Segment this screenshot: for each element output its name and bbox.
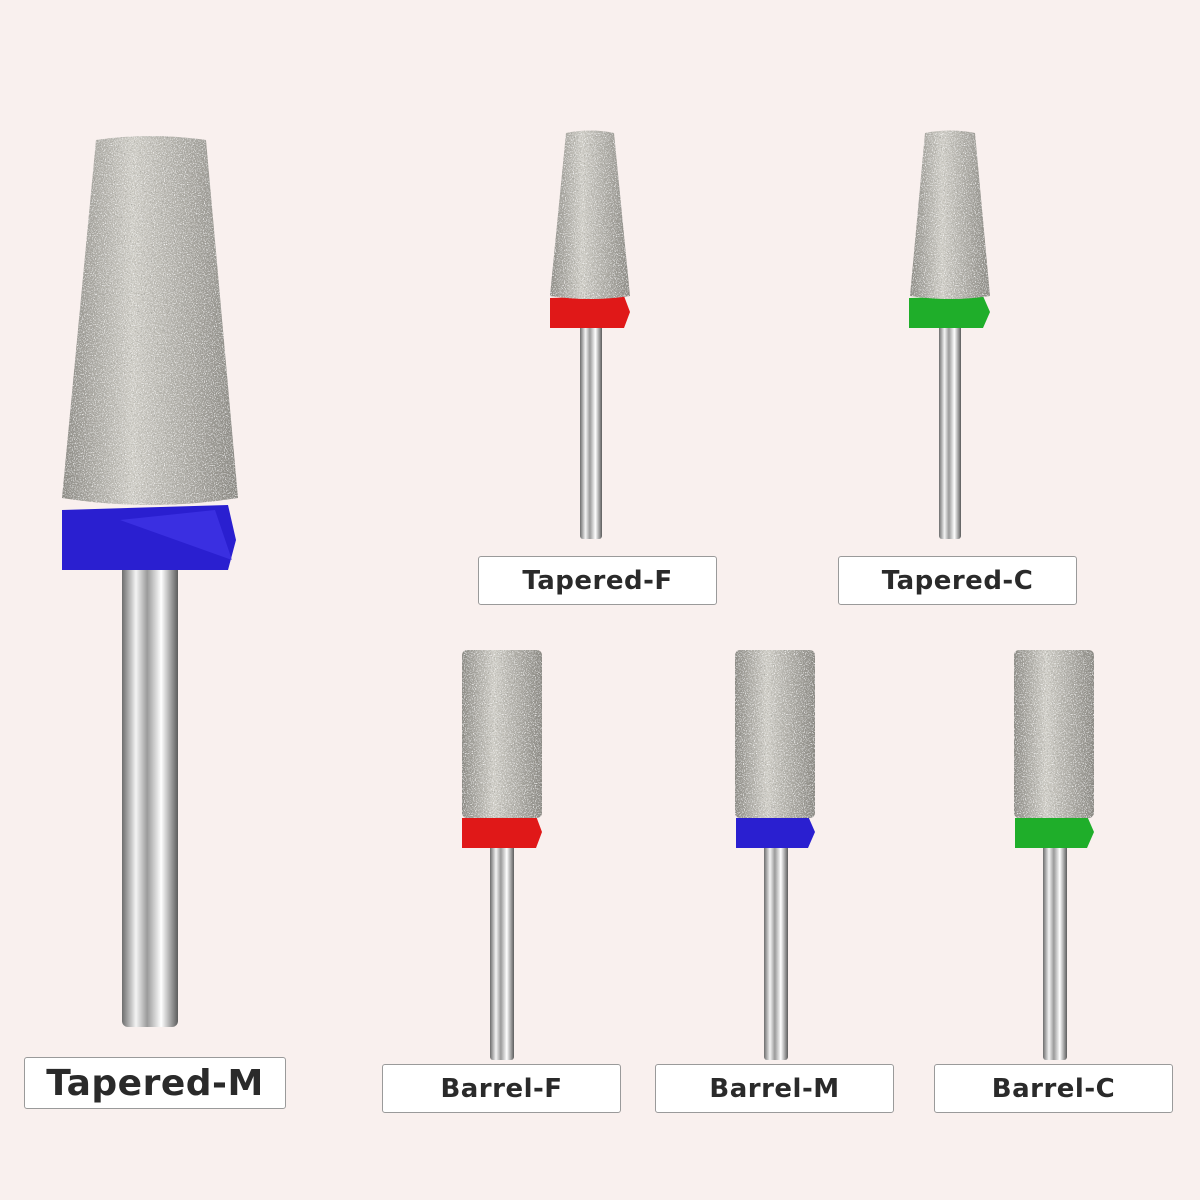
label-barrel-c: Barrel-C bbox=[934, 1064, 1173, 1113]
label-barrel-f: Barrel-F bbox=[382, 1064, 621, 1113]
bit-barrel-m bbox=[735, 650, 815, 1060]
bit-tapered-m bbox=[62, 136, 238, 1027]
label-tapered-m: Tapered-M bbox=[24, 1057, 286, 1109]
collar-blue bbox=[736, 816, 815, 848]
collar-red bbox=[550, 296, 630, 328]
diamond-head-tapered bbox=[62, 136, 238, 505]
collar-green bbox=[909, 296, 990, 328]
shank bbox=[764, 845, 788, 1060]
diamond-head-barrel bbox=[735, 650, 815, 818]
shank bbox=[1043, 845, 1067, 1060]
collar-green bbox=[1015, 816, 1094, 848]
diamond-head-barrel bbox=[1014, 650, 1094, 818]
diamond-head-tapered bbox=[550, 130, 630, 299]
label-tapered-f: Tapered-F bbox=[478, 556, 717, 605]
diamond-head-barrel bbox=[462, 650, 542, 818]
label-tapered-c: Tapered-C bbox=[838, 556, 1077, 605]
bit-barrel-c bbox=[1014, 650, 1094, 1060]
shank bbox=[122, 565, 178, 1027]
shank bbox=[490, 845, 514, 1060]
collar-red bbox=[462, 816, 542, 848]
shank bbox=[580, 325, 602, 539]
label-barrel-m: Barrel-M bbox=[655, 1064, 894, 1113]
bit-tapered-f bbox=[550, 130, 630, 539]
bit-barrel-f bbox=[462, 650, 542, 1060]
shank bbox=[939, 325, 961, 539]
bit-tapered-c bbox=[909, 130, 990, 539]
diamond-head-tapered bbox=[910, 130, 990, 299]
